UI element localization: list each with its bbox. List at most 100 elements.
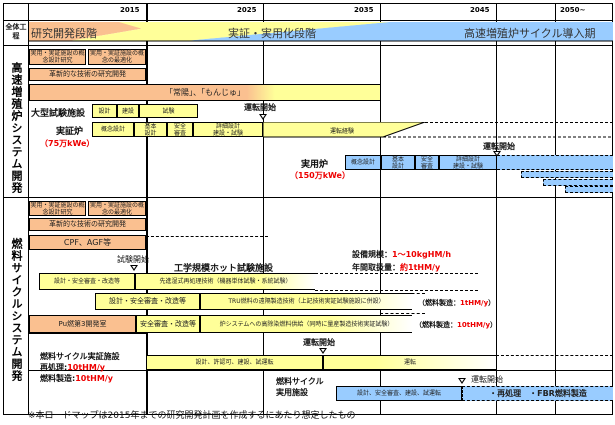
scale-text: 設備規模：1～10kgHM/h — [352, 249, 451, 260]
fabrication-capacity: 燃料製造:10tHM/y — [40, 373, 120, 384]
op-start-label: 運転開始 — [244, 103, 276, 112]
fuel-section-label: 燃料サイクルシステム開発 — [10, 238, 23, 382]
gridline-2050 — [555, 3, 556, 415]
gridline-2045 — [496, 3, 497, 415]
scale-label: 設備規模： — [352, 250, 392, 259]
lf-test: 試験 — [139, 104, 198, 118]
gridline — [28, 3, 29, 415]
divider — [28, 370, 613, 371]
com-fleet-bar — [543, 179, 613, 186]
reprocessing-value: 10tHM/y — [67, 363, 105, 372]
com-fleet-bar — [521, 171, 613, 178]
milestone-triangle-icon — [130, 265, 138, 271]
frame — [3, 3, 613, 415]
milestone-triangle-icon — [458, 378, 466, 384]
com-safety: 安全 審査 — [415, 155, 439, 170]
dashed-line — [315, 273, 478, 274]
phase-introduction: 高速増殖炉サイクル導入期 — [464, 27, 596, 40]
year-2045: 2045 — [470, 6, 490, 14]
r2-capacity-label: （燃料製造： — [418, 299, 460, 307]
divider — [28, 333, 146, 334]
com-fac-build-bar: 設計、安全審査、建設、試運転 — [336, 386, 462, 401]
divider — [3, 197, 613, 198]
com-basic: 基本 設計 — [381, 155, 415, 170]
fbr-concept-opt: 実用・実証施設の概念の最適化 — [88, 49, 146, 65]
r3-capacity-end: ） — [490, 321, 498, 329]
com-facility-line1: 燃料サイクル — [276, 377, 324, 386]
gridline-2025 — [263, 3, 264, 415]
annual-text: 年間取扱量：約1tHM/y — [352, 262, 440, 273]
fabrication-label: 燃料製造: — [40, 374, 76, 383]
com-fac-operation-bar: ・再処理 ・FBR燃料製造 — [462, 386, 613, 401]
demo-fac-build-bar: 設計、許認可、建設、試運転 — [146, 355, 323, 370]
commercial-power: （150万kWe） — [290, 171, 350, 180]
test-start-label: 試験開始 — [117, 255, 149, 264]
commercial-reactor-label: 実用炉 — [301, 160, 329, 170]
phase-demo: 実証・実用化段階 — [228, 27, 316, 40]
r2-capacity: （燃料製造：1tHM/y） — [418, 298, 495, 308]
year-2015: 2015 — [120, 6, 140, 14]
phase-research: 研究開発段階 — [31, 27, 97, 40]
hot-facility-label: 工学規模ホット試験施設 — [174, 264, 274, 274]
demo-detail: 詳細設計 建設・試験 — [193, 122, 263, 137]
dashed-line — [315, 290, 478, 291]
demo-safety: 安全 審査 — [167, 122, 193, 137]
demo-fac-operation-bar: 運転 — [323, 355, 496, 370]
joyo-monju-bar: 「常陽」、「もんじゅ」 — [29, 84, 380, 101]
demo-power: （75万kWe） — [40, 139, 95, 148]
fuel-concept-study: 実用・実証施設の概念設計研究 — [29, 201, 86, 216]
milestone-triangle-icon — [259, 114, 267, 120]
fbr-section-label: 高速増殖炉システム開発 — [10, 62, 23, 194]
r3-safety: 安全審査・改造等 — [136, 315, 200, 333]
fabrication-value: 10tHM/y — [75, 374, 113, 383]
fbr-concept-study: 実用・実証施設の概念設計研究 — [29, 49, 86, 65]
r1-design: 設計・安全審査・改造等 — [39, 273, 135, 290]
demo-concept: 概念設計 — [92, 122, 134, 137]
gridline-2035 — [380, 3, 381, 415]
op-start-label: 運転開始 — [471, 375, 503, 384]
lf-build: 建設 — [117, 104, 139, 118]
com-concept: 概念設計 — [345, 155, 381, 170]
scale-value: 1～10kgHM/h — [392, 250, 452, 259]
com-operation-bar — [497, 155, 613, 170]
dashed-line — [380, 313, 425, 314]
r2-capacity-end: ） — [488, 299, 496, 307]
dashed-line — [380, 293, 425, 294]
dashed-line — [496, 355, 613, 356]
r2-capacity-value: 1tHM/y — [460, 299, 489, 307]
reprocessing-label: 再処理: — [40, 363, 68, 372]
divider — [3, 20, 613, 21]
annual-value: 約1tHM/y — [400, 263, 441, 272]
demo-basic: 基本 設計 — [134, 122, 167, 137]
lf-design: 設計 — [92, 104, 117, 118]
demo-facility-info: 燃料サイクル実証施設 再処理:10tHM/y 燃料製造:10tHM/y — [40, 351, 120, 384]
com-fleet-bar — [565, 186, 613, 193]
demo-operation-label: 運転経験 — [330, 128, 355, 135]
op-start-label: 運転開始 — [303, 338, 335, 347]
r3-capacity-value: 10tHM/y — [457, 321, 491, 329]
milestone-triangle-icon — [493, 151, 501, 157]
r3-capacity-label: （燃料製造： — [415, 321, 457, 329]
com-facility-label: 燃料サイクル実用施設 — [276, 376, 324, 398]
com-detail: 詳細設計 建設・試験 — [439, 155, 497, 170]
milestone-triangle-icon — [319, 348, 327, 354]
demo-operation-bar — [263, 122, 613, 138]
fbr-innovative: 革新的な技術の研究開発 — [29, 68, 146, 81]
demo-reactor-label: 実証炉 — [56, 127, 84, 137]
r2-design: 設計・安全審査・改造等 — [95, 293, 200, 310]
com-facility-line2: 実用施設 — [276, 388, 308, 397]
dashed-line — [263, 84, 380, 85]
large-facility-label: 大型試験施設 — [31, 109, 86, 119]
fuel-concept-opt: 実用・実証施設の概念の最適化 — [88, 201, 146, 216]
divider — [3, 45, 613, 46]
gridline-2015 — [146, 3, 148, 415]
footnote: ※本ロードマップは2015年までの研究開発計画を作成するにあたり想定したもの — [28, 411, 356, 421]
annual-label: 年間取扱量： — [352, 263, 400, 272]
r3-capacity: （燃料製造：10tHM/y） — [415, 320, 497, 330]
op-start-label: 運転開始 — [483, 142, 515, 151]
year-2050: 2050~ — [560, 6, 586, 14]
fuel-innovative: 革新的な技術の研究開発 — [29, 218, 146, 231]
demo-facility-label: 燃料サイクル実証施設 — [40, 352, 120, 361]
r3-pu-lab: Pu燃第3開発室 — [29, 315, 136, 333]
